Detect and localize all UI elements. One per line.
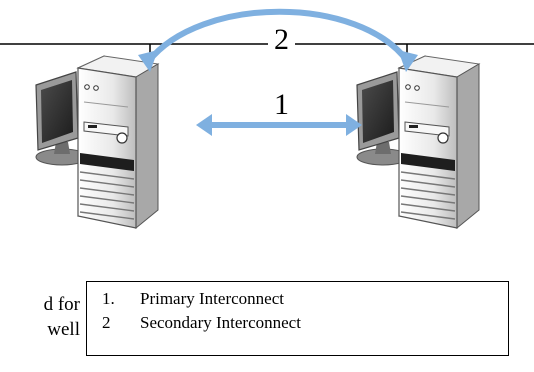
secondary-interconnect-arrow xyxy=(138,8,418,72)
server-left xyxy=(35,55,159,229)
legend-item: 1. Primary Interconnect xyxy=(102,287,508,311)
arrow-label-2: 2 xyxy=(268,25,295,55)
arrow-label-1: 1 xyxy=(274,88,289,121)
legend-box: 1. Primary Interconnect 2 Secondary Inte… xyxy=(86,281,509,356)
legend-item-label: Secondary Interconnect xyxy=(140,313,301,332)
legend-item: 2 Secondary Interconnect xyxy=(102,311,508,335)
primary-interconnect-arrow xyxy=(196,114,362,136)
server-right xyxy=(356,55,480,229)
legend-item-label: Primary Interconnect xyxy=(140,289,284,308)
legend-item-number: 1. xyxy=(102,289,115,308)
legend-item-number: 2 xyxy=(102,313,111,332)
cropped-body-text: d for well xyxy=(43,294,80,340)
